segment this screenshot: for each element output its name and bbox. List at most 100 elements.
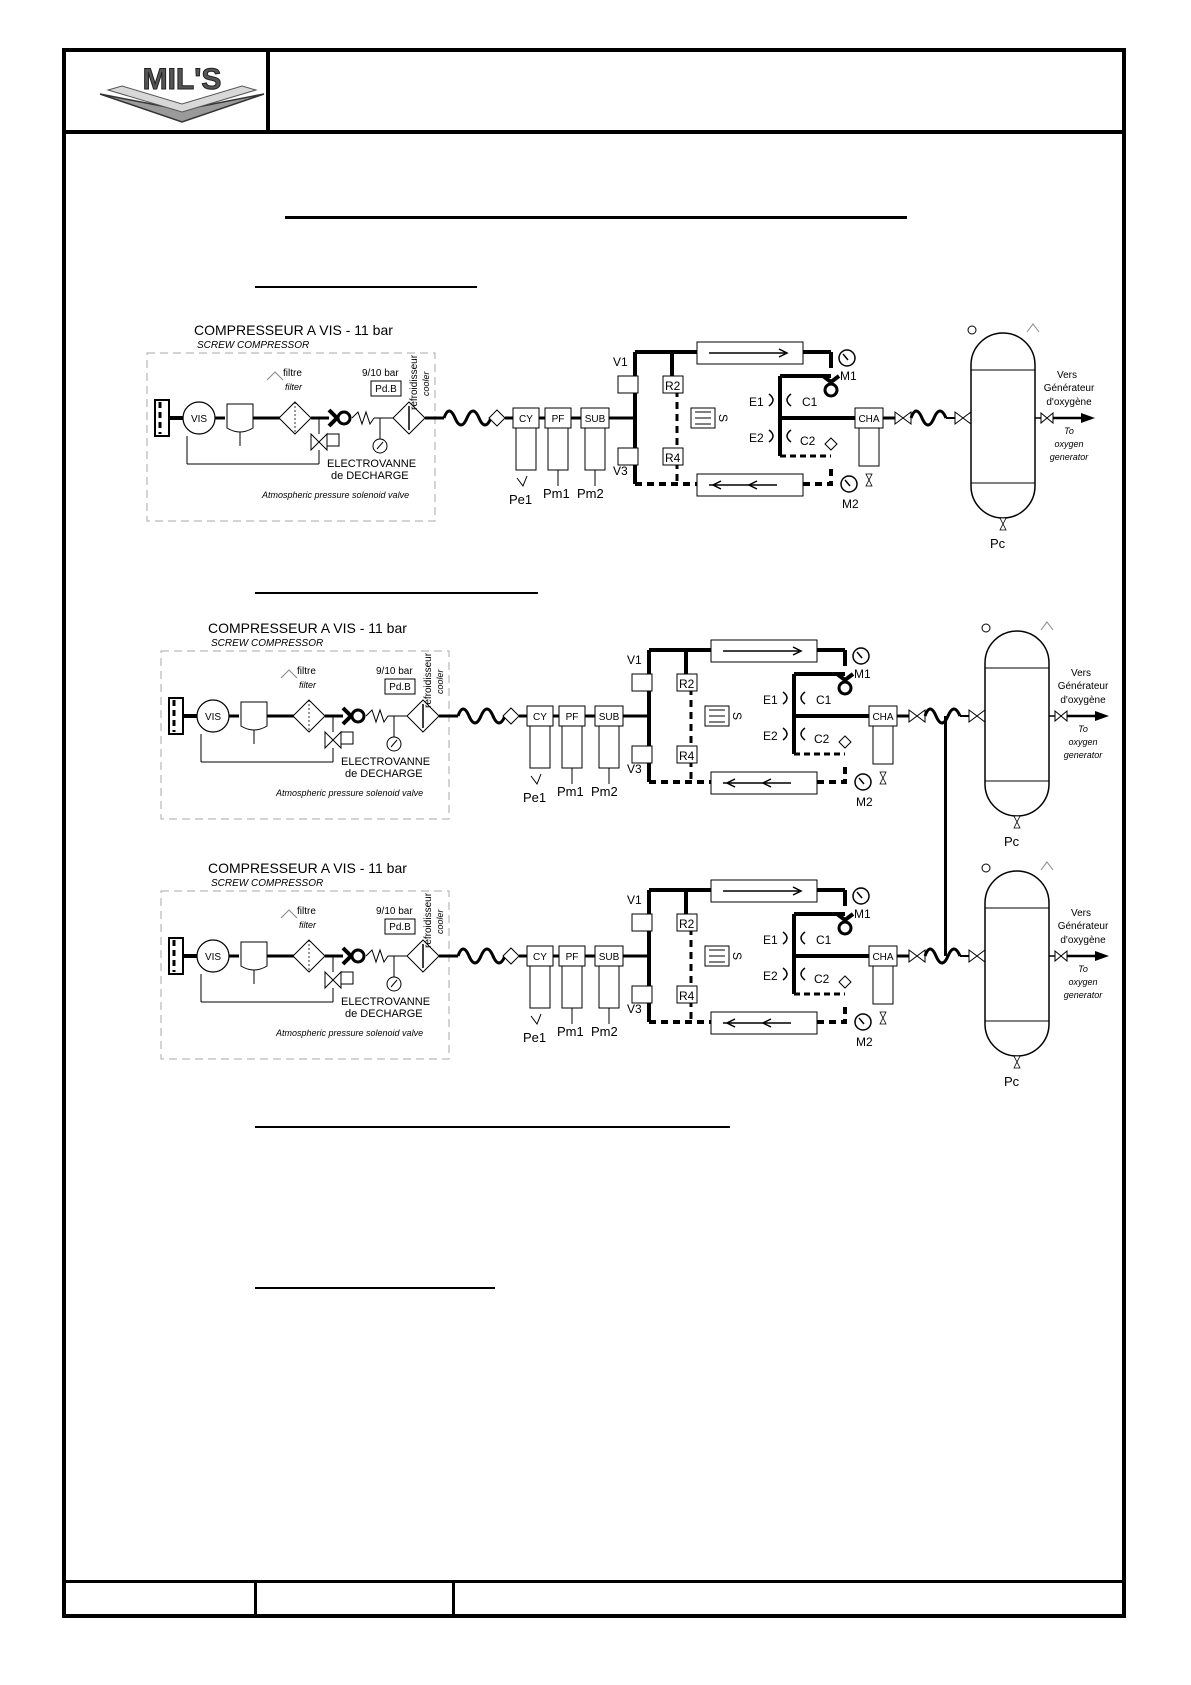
logo-text: MIL'S [143, 63, 222, 96]
pf-filter: PF [544, 407, 572, 471]
svg-text:CHA: CHA [872, 952, 893, 963]
tank-safety-valve-icon [1040, 861, 1054, 871]
e2-label: E2 [763, 729, 778, 743]
cooler-label: cooler [421, 370, 431, 396]
refroidisseur-label: refroidisseur [423, 892, 434, 948]
diagram-line-a: COMPRESSEUR A VIS - 11 bar SCREW COMPRES… [11, 616, 1191, 881]
s-label: S [730, 712, 744, 720]
v1-label: V1 [627, 653, 642, 667]
cy-filter: CY [526, 705, 554, 769]
generateur-label: Générateur [1044, 383, 1095, 394]
pf-filter: PF [558, 705, 586, 769]
tank-gauge-icon [981, 623, 991, 633]
r4-label: R4 [665, 451, 681, 465]
atmospheric-label: Atmospheric pressure solenoid valve [275, 1028, 423, 1038]
adsorption-dryer: V1 V3 R2 R4 S E1 E2 C1 C2 M1 M2 [627, 639, 873, 809]
v3-label: V3 [627, 762, 642, 776]
main-title-underline [285, 216, 907, 219]
decharge-label: de DECHARGE [345, 1008, 423, 1020]
electrovanne-label: ELECTROVANNE [327, 458, 416, 470]
filtre-label: filtre [283, 368, 302, 379]
v1-label: V1 [613, 355, 628, 369]
m2-label: M2 [856, 1035, 873, 1049]
safety-valve-icon [280, 669, 298, 679]
atmospheric-label: Atmospheric pressure solenoid valve [275, 788, 423, 798]
filter-label: filter [285, 382, 303, 392]
tank-safety-valve-icon [1026, 323, 1040, 333]
flexible-hose-icon [442, 409, 493, 427]
refroidisseur-label: refroidisseur [423, 652, 434, 708]
r2-label: R2 [679, 917, 695, 931]
sub-filter: SUB [580, 407, 610, 471]
decharge-label: de DECHARGE [345, 768, 423, 780]
generator-label: generator [1064, 990, 1104, 1000]
check-valve-icon [341, 706, 354, 726]
pm1-label: Pm1 [557, 784, 584, 799]
c2-label: C2 [814, 972, 830, 986]
m1-label: M1 [854, 907, 871, 921]
vers-label: Vers [1057, 370, 1077, 381]
safety-valve-icon [266, 371, 284, 381]
flexible-hose-icon [456, 707, 507, 725]
air-receiver-tank [984, 870, 1050, 1057]
vis-label: VIS [205, 952, 221, 963]
r4-label: R4 [679, 989, 695, 1003]
c2-label: C2 [814, 732, 830, 746]
footer-cell-1 [62, 1580, 257, 1618]
compressor-subtitle: SCREW COMPRESSOR [211, 638, 323, 649]
adsorption-dryer: V1 V3 R2 R4 S E1 E2 C1 C2 M1 M2 [613, 341, 859, 511]
adsorption-dryer: V1 V3 R2 R4 S E1 E2 C1 C2 M1 M2 [627, 879, 873, 1049]
section-1-underline [255, 286, 477, 288]
pf-filter: PF [558, 945, 586, 1009]
oil-separator-icon [226, 403, 254, 433]
tank-interconnect-line [944, 716, 947, 956]
compressor-title: COMPRESSEUR A VIS - 11 bar [208, 860, 407, 876]
header-logo-cell [62, 48, 270, 134]
pe1-label: Pe1 [523, 1030, 546, 1045]
compressor-subtitle: SCREW COMPRESSOR [197, 340, 309, 351]
hose-to-tank-icon [923, 947, 962, 965]
pdb-box [384, 678, 416, 695]
s-label: S [730, 952, 744, 960]
cy-filter: CY [526, 945, 554, 1009]
atmospheric-label: Atmospheric pressure solenoid valve [261, 490, 409, 500]
vis-label: VIS [205, 712, 221, 723]
electrovanne-label: ELECTROVANNE [341, 756, 430, 768]
pressure-label: 9/10 bar [362, 368, 399, 379]
v1-label: V1 [627, 893, 642, 907]
pe1-label: Pe1 [523, 790, 546, 805]
solenoid-valve-icon [310, 432, 328, 452]
diagram-line-b: COMPRESSEUR A VIS - 11 bar SCREW COMPRES… [11, 856, 1191, 1121]
flexible-hose-icon [456, 947, 507, 965]
oxygene-label: d'oxygène [1060, 935, 1106, 946]
oil-separator-icon [240, 941, 268, 971]
svg-text:CY: CY [533, 952, 547, 963]
filter-label: filter [299, 680, 317, 690]
v3-label: V3 [613, 464, 628, 478]
oxygene-label: d'oxygène [1046, 397, 1092, 408]
c1-label: C1 [816, 693, 832, 707]
pressure-label: 9/10 bar [376, 666, 413, 677]
compressor-title: COMPRESSEUR A VIS - 11 bar [194, 322, 393, 338]
check-valve-icon [341, 946, 354, 966]
e1-label: E1 [749, 395, 764, 409]
pdb-box [370, 380, 402, 397]
motor-block [168, 697, 184, 735]
sub-filter: SUB [594, 945, 624, 1009]
pc-label: Pc [1004, 834, 1020, 849]
outlet-arrow-icon [1081, 413, 1095, 423]
r2-label: R2 [665, 379, 681, 393]
footer-cell-2 [257, 1580, 455, 1618]
c2-label: C2 [800, 434, 816, 448]
pdb-label: Pd.B [389, 682, 411, 693]
svg-text:PF: PF [552, 414, 565, 425]
tank-gauge-icon [967, 325, 977, 335]
tank-gauge-icon [981, 863, 991, 873]
e1-label: E1 [763, 933, 778, 947]
m1-label: M1 [840, 369, 857, 383]
vers-label: Vers [1071, 668, 1091, 679]
vers-label: Vers [1071, 908, 1091, 919]
refroidisseur-label: refroidisseur [409, 354, 420, 410]
svg-text:CHA: CHA [858, 414, 879, 425]
air-receiver-tank [984, 630, 1050, 817]
